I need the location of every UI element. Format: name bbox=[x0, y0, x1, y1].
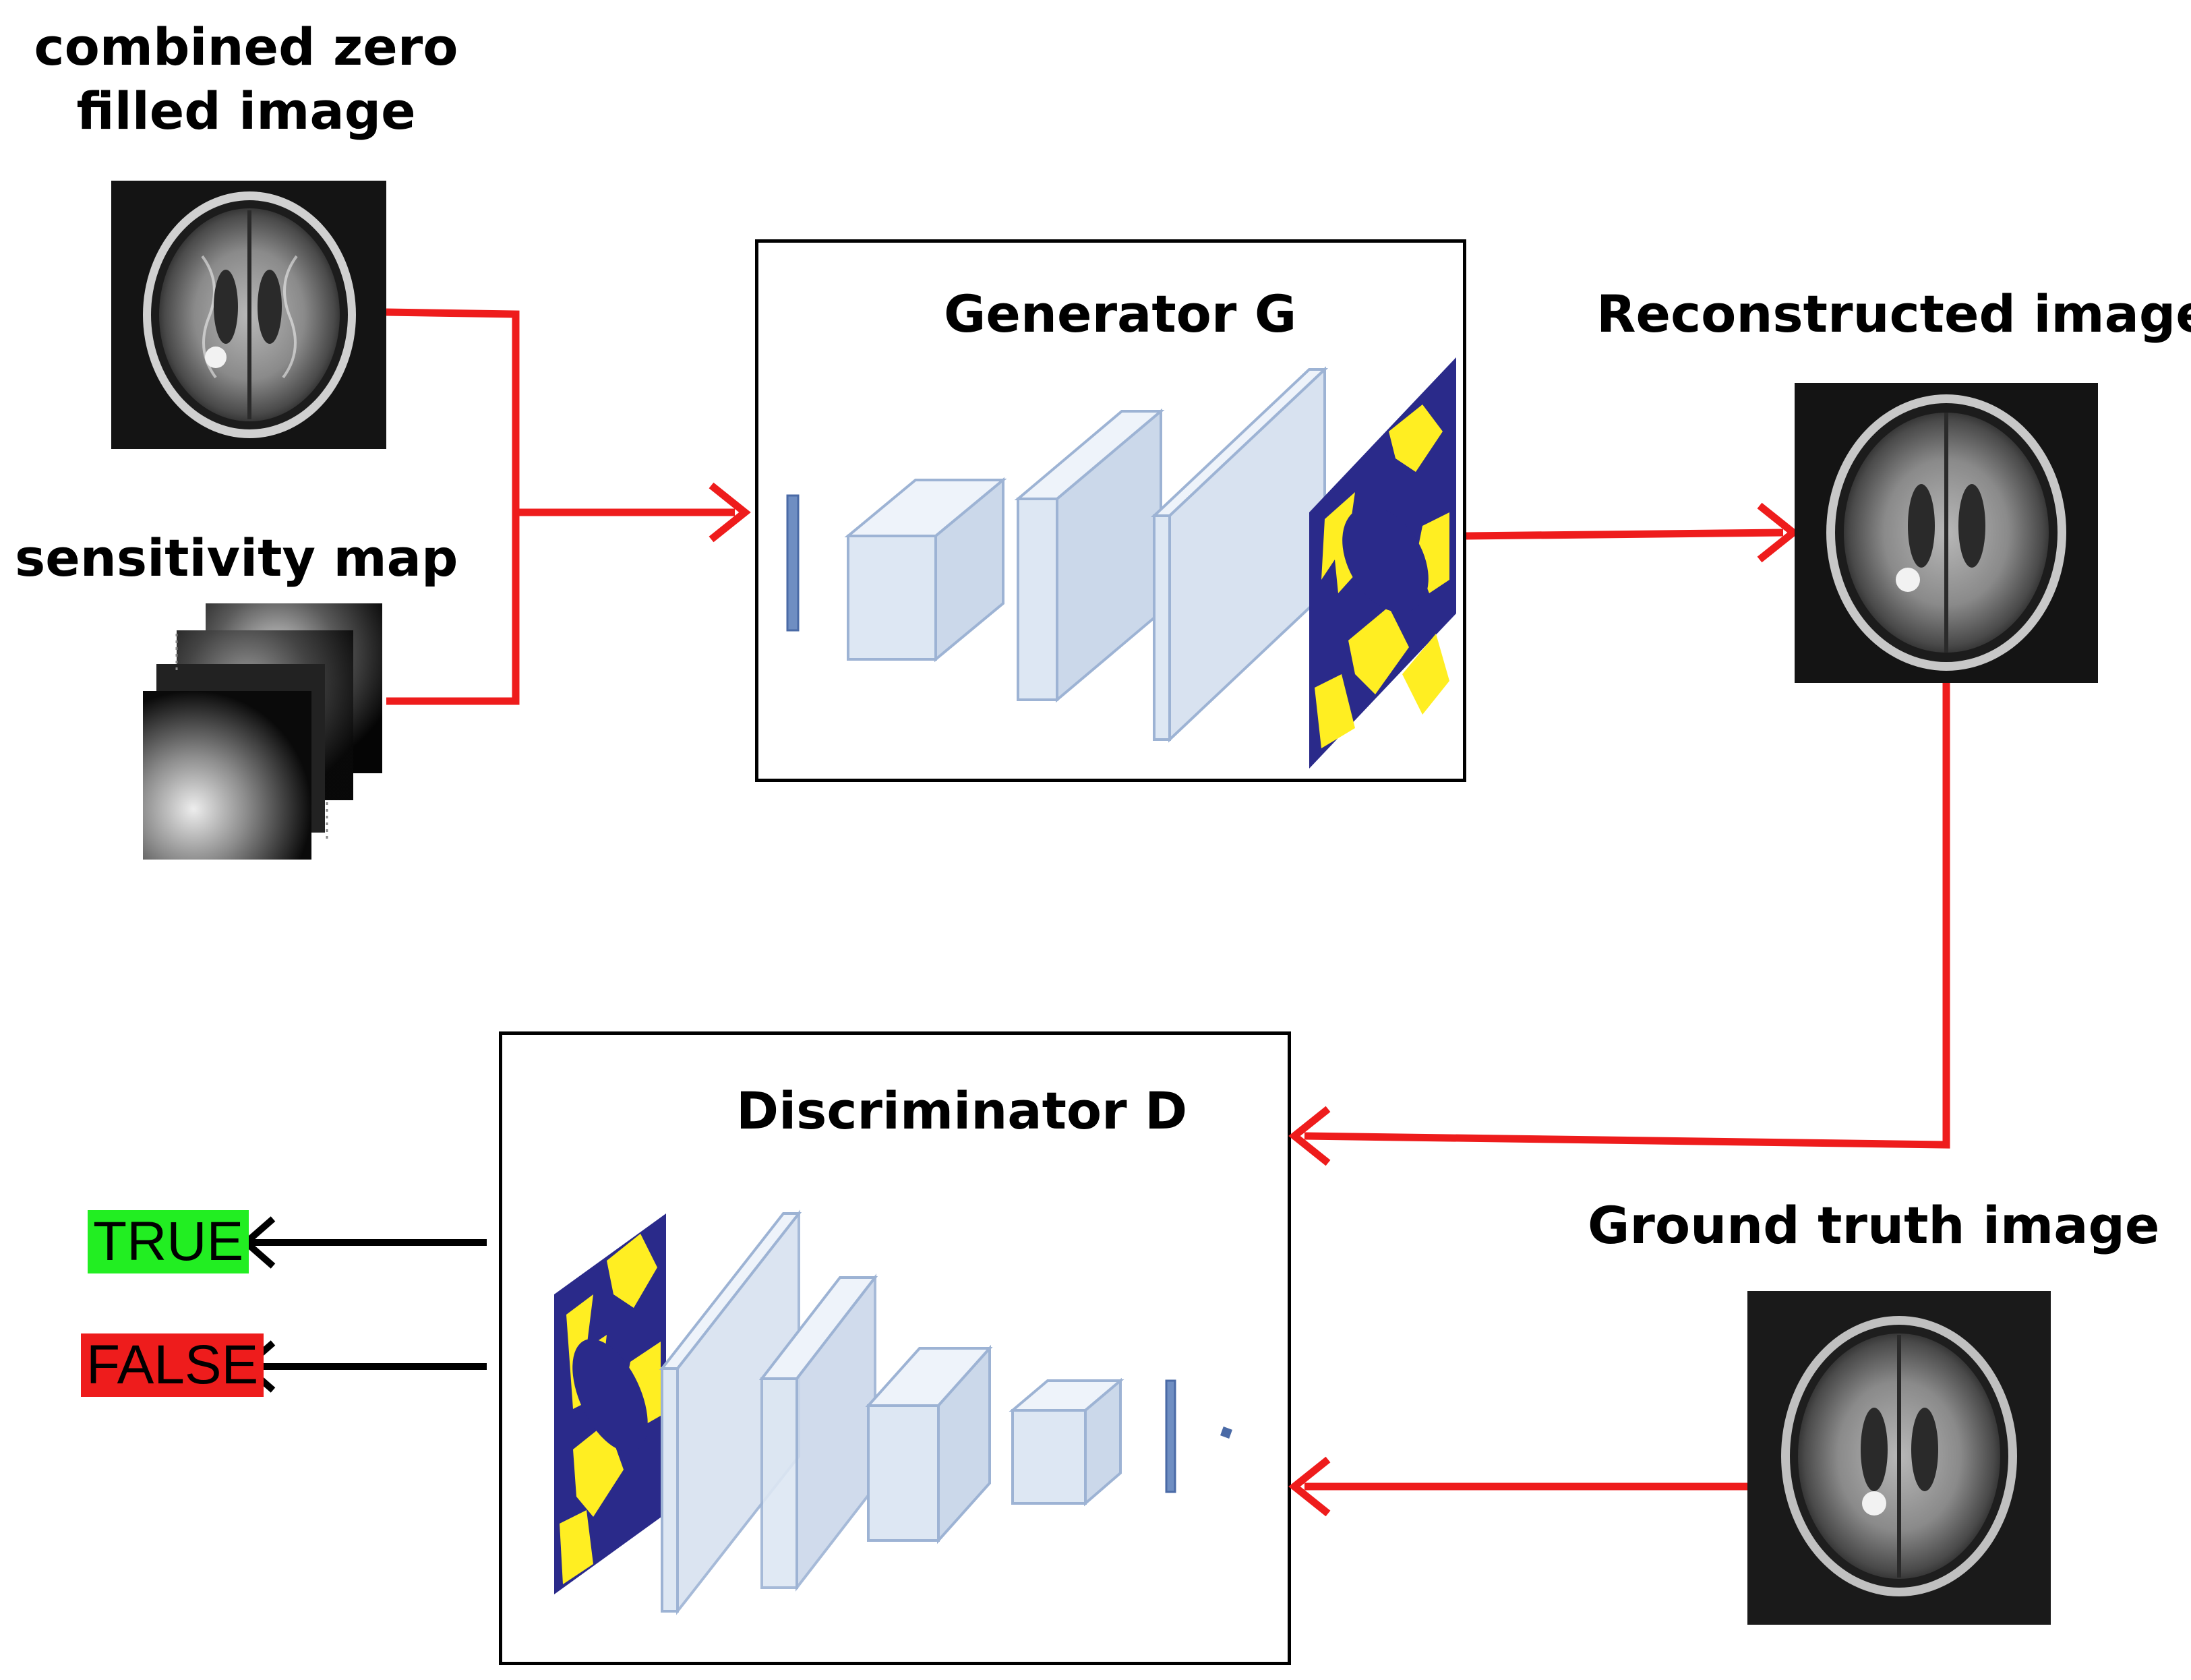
true-badge: TRUE bbox=[88, 1210, 249, 1273]
input-connector bbox=[386, 308, 751, 705]
zero-filled-label-line-1: combined zero bbox=[34, 17, 458, 77]
reconstructed-to-discriminator bbox=[1288, 683, 1950, 1166]
zero-filled-image bbox=[111, 181, 386, 449]
ground-truth-to-discriminator bbox=[1288, 1456, 1747, 1517]
zero-filled-label: combined zero filled image bbox=[0, 15, 492, 143]
generator-layer-1 bbox=[844, 477, 1007, 663]
discriminator-layer-3 bbox=[865, 1344, 993, 1544]
mri-brain-icon bbox=[1826, 394, 2066, 671]
reconstructed-image-label: Reconstructed image bbox=[1596, 284, 2191, 344]
zero-filled-label-line-2: filled image bbox=[76, 81, 416, 141]
discriminator-layer-1 bbox=[659, 1209, 802, 1615]
discriminator-layer-4 bbox=[1009, 1377, 1124, 1507]
sensitivity-map bbox=[143, 603, 382, 860]
discriminator-layers bbox=[554, 1209, 1232, 1615]
discriminator-title: Discriminator D bbox=[736, 1081, 1188, 1141]
sensitivity-map-label: sensitivity map bbox=[15, 528, 458, 588]
feature-map-icon bbox=[554, 1213, 666, 1594]
false-arrow bbox=[241, 1340, 487, 1393]
mri-brain-icon bbox=[143, 191, 356, 438]
generator-layers bbox=[786, 357, 1456, 769]
feature-map-icon bbox=[1309, 357, 1456, 769]
generator-title: Generator G bbox=[944, 284, 1297, 344]
reconstructed-image bbox=[1795, 383, 2098, 683]
ground-truth-label: Ground truth image bbox=[1588, 1195, 2160, 1255]
sensitivity-map-icon bbox=[143, 603, 382, 860]
ground-truth-image bbox=[1747, 1291, 2051, 1625]
true-arrow bbox=[241, 1216, 487, 1269]
discriminator-layer-2 bbox=[758, 1273, 878, 1592]
generator-layer-2 bbox=[1014, 408, 1165, 703]
generator-layer-3 bbox=[1150, 366, 1329, 743]
generator-output-arrow bbox=[1466, 502, 1799, 563]
false-badge: FALSE bbox=[81, 1333, 264, 1397]
mri-brain-icon bbox=[1781, 1316, 2017, 1596]
